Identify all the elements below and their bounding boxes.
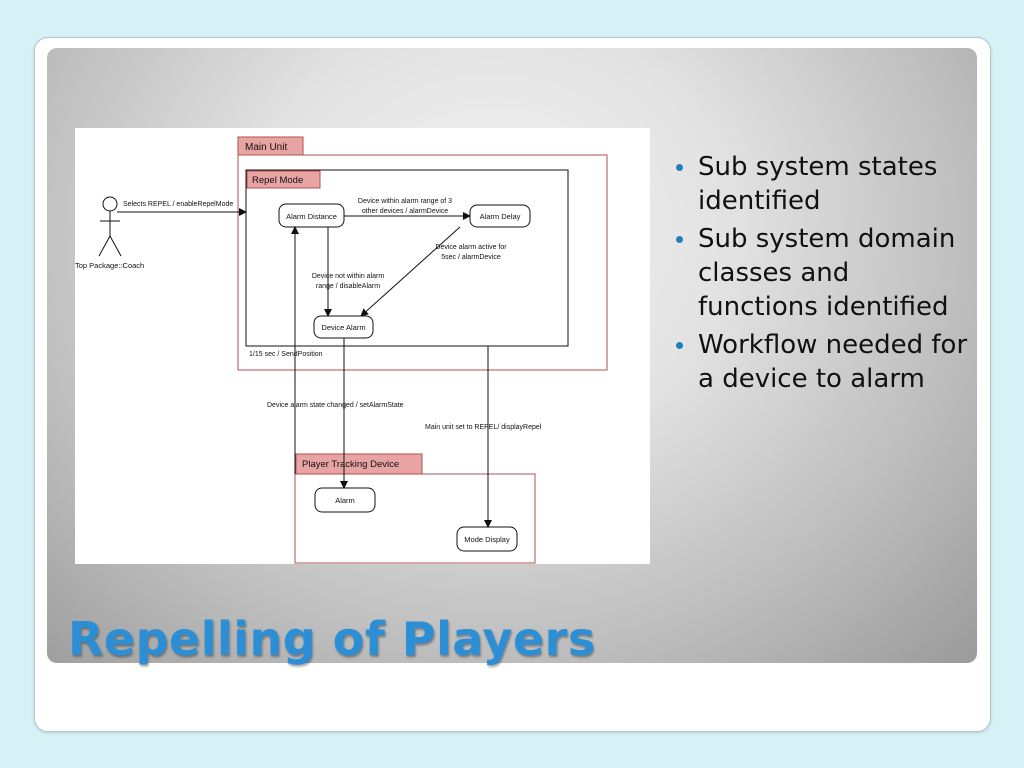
state-alarm-distance: Alarm Distance xyxy=(278,203,345,228)
svg-text:Alarm: Alarm xyxy=(335,496,355,505)
svg-text:Alarm Distance: Alarm Distance xyxy=(286,212,337,221)
label-not-in-range-2: range / disableAlarm xyxy=(316,283,380,290)
svg-text:Mode Display: Mode Display xyxy=(464,535,510,544)
state-alarm: Alarm xyxy=(314,487,376,513)
repel-mode-label: Repel Mode xyxy=(252,175,303,186)
transition-alarm-active xyxy=(360,226,461,317)
label-state-changed: Device alarm state changed / setAlarmSta… xyxy=(267,402,404,409)
label-active-1: Device alarm active for xyxy=(435,244,507,251)
coach-actor xyxy=(98,196,122,257)
bullet-text: Sub system states identified xyxy=(698,152,938,216)
repel-mode-frame: Repel Mode xyxy=(245,169,569,347)
bullet-text: Workflow needed for a device to alarm xyxy=(698,330,968,394)
label-main-unit-set: Main unit set to REPEL/ displayRepel xyxy=(425,424,542,431)
bullet-item: Workflow needed for a device to alarm xyxy=(676,328,976,396)
bullet-list: Sub system states identified Sub system … xyxy=(676,150,976,400)
main-unit-label: Main Unit xyxy=(245,142,287,153)
svg-text:Alarm Delay: Alarm Delay xyxy=(480,212,521,221)
slide-title: Repelling of Players xyxy=(68,612,596,666)
main-unit-frame: Main Unit xyxy=(237,136,608,371)
state-alarm-delay: Alarm Delay xyxy=(469,204,531,228)
state-device-alarm: Device Alarm xyxy=(313,315,374,339)
bullet-dot-icon xyxy=(676,342,683,349)
bullet-item: Sub system states identified xyxy=(676,150,976,218)
label-in-range-1: Device within alarm range of 3 xyxy=(358,198,452,205)
svg-text:Device Alarm: Device Alarm xyxy=(321,323,365,332)
label-not-in-range-1: Device not within alarm xyxy=(312,273,385,280)
bullet-dot-icon xyxy=(676,164,683,171)
state-mode-display: Mode Display xyxy=(456,526,518,552)
player-tracking-frame: Player Tracking Device xyxy=(294,453,536,564)
state-diagram: Main Unit Repel Mode Player Tracking Dev… xyxy=(75,128,650,564)
label-in-range-2: other devices / alarmDevice xyxy=(362,208,448,215)
label-enable: Selects REPEL / enableRepelMode xyxy=(123,201,233,208)
bullet-item: Sub system domain classes and functions … xyxy=(676,222,976,324)
bullet-text: Sub system domain classes and functions … xyxy=(698,224,956,322)
bullet-dot-icon xyxy=(676,236,683,243)
player-tracking-label: Player Tracking Device xyxy=(302,459,399,470)
label-send-position: 1/15 sec / SendPosition xyxy=(249,351,323,358)
label-active-2: 5sec / alarmDevice xyxy=(441,254,501,261)
state-diagram-svg: Main Unit Repel Mode Player Tracking Dev… xyxy=(75,136,608,564)
coach-actor-label: Top Package::Coach xyxy=(75,261,144,270)
